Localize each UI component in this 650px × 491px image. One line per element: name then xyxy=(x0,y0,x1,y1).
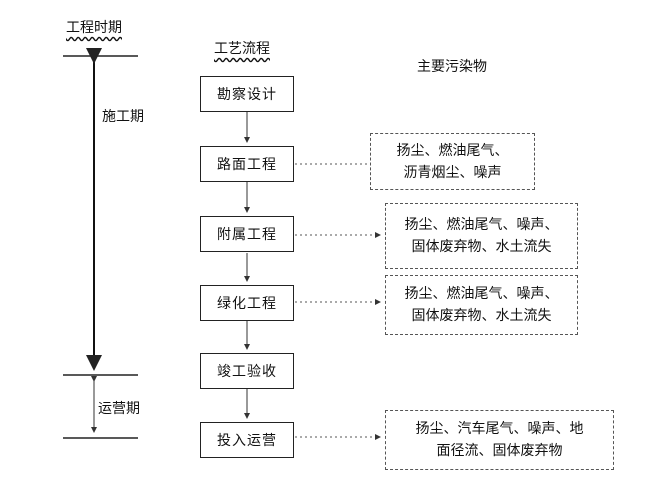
operation-period-label: 运营期 xyxy=(98,401,140,417)
process-header: 工艺流程 xyxy=(214,41,270,57)
step-ancillary: 附属工程 xyxy=(200,216,294,252)
step-label: 路面工程 xyxy=(217,157,277,173)
step-label: 勘察设计 xyxy=(217,87,277,103)
pollutant-box-greening: 扬尘、燃油尾气、噪声、 固体废弃物、水土流失 xyxy=(385,275,578,335)
pollutant-line: 扬尘、燃油尾气、噪声、 xyxy=(404,286,559,302)
step-label: 绿化工程 xyxy=(217,296,277,312)
pollutants-header: 主要污染物 xyxy=(417,59,487,75)
pollutant-line: 面径流、固体废弃物 xyxy=(436,443,563,459)
pollutant-box-operation: 扬尘、汽车尾气、噪声、地 面径流、固体废弃物 xyxy=(385,410,614,470)
step-road-surface: 路面工程 xyxy=(200,146,294,182)
pollutant-line: 扬尘、汽车尾气、噪声、地 xyxy=(415,421,584,437)
pollutant-box-ancillary: 扬尘、燃油尾气、噪声、 固体废弃物、水土流失 xyxy=(385,203,578,269)
pollutant-box-road-surface: 扬尘、燃油尾气、 沥青烟尘、噪声 xyxy=(370,133,535,190)
pollutant-line: 沥青烟尘、噪声 xyxy=(403,164,502,181)
step-label: 竣工验收 xyxy=(217,364,277,380)
step-label: 投入运营 xyxy=(217,433,277,449)
step-survey-design: 勘察设计 xyxy=(200,76,294,112)
step-label: 附属工程 xyxy=(217,227,277,243)
pollutant-line: 扬尘、燃油尾气、 xyxy=(396,142,509,159)
period-header: 工程时期 xyxy=(66,20,122,36)
step-acceptance: 竣工验收 xyxy=(200,353,294,389)
pollutant-line: 固体废弃物、水土流失 xyxy=(411,239,552,255)
pollutant-line: 扬尘、燃油尾气、噪声、 xyxy=(404,217,559,233)
pollutant-line: 固体废弃物、水土流失 xyxy=(411,308,552,324)
step-greening: 绿化工程 xyxy=(200,285,294,321)
construction-period-label: 施工期 xyxy=(102,109,144,125)
step-operation: 投入运营 xyxy=(200,422,294,458)
